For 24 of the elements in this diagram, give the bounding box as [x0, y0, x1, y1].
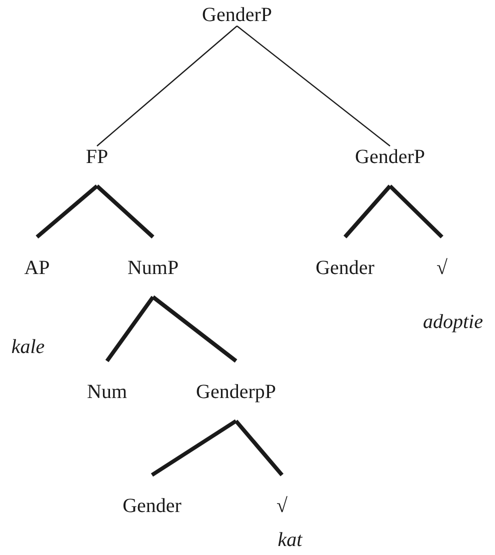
tree-node-label: √ — [436, 257, 448, 279]
tree-node-label: GenderP — [355, 146, 425, 168]
tree-branch — [236, 26, 390, 146]
tree-node-label: AP — [24, 257, 50, 279]
tree-branch — [388, 184, 444, 238]
tree-branch — [36, 184, 98, 239]
tree-branch — [234, 420, 284, 476]
tree-branch — [344, 184, 392, 238]
tree-node-label: √ — [276, 495, 288, 517]
tree-node-label: GenderP — [202, 4, 272, 26]
tree-node-label: Gender — [316, 257, 374, 279]
tree-node-label: Num — [87, 381, 127, 403]
tree-node-label: Gender — [122, 495, 182, 517]
tree-node-label: GenderpP — [196, 381, 276, 403]
tree-branch — [105, 296, 155, 362]
tree-branch — [152, 295, 238, 363]
tree-branch — [96, 184, 154, 238]
tree-node-label: FP — [86, 146, 108, 168]
word-label: adoptie — [423, 311, 483, 333]
tree-branch — [96, 26, 238, 146]
word-label: kale — [11, 336, 45, 358]
tree-node-label: NumP — [127, 257, 179, 279]
tree-branch — [150, 419, 238, 477]
word-label: kat — [278, 529, 302, 551]
